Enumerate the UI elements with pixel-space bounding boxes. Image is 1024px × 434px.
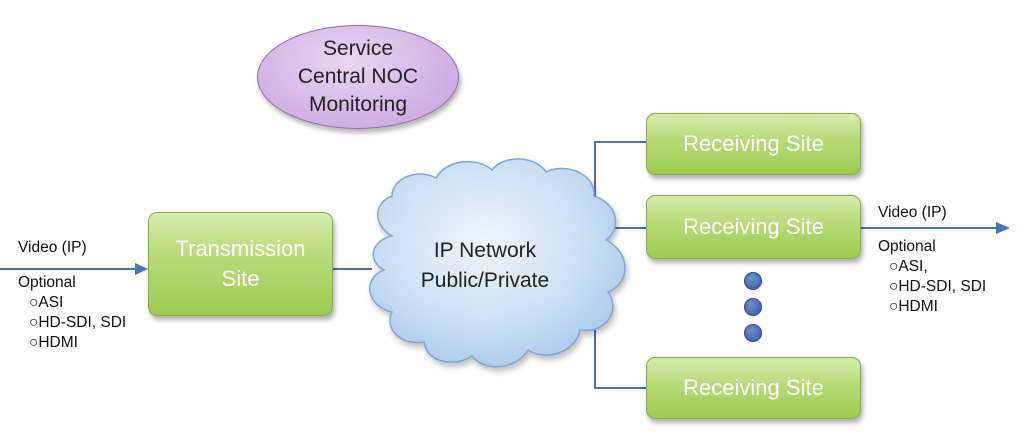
input-optional-label: Optional [18, 274, 76, 291]
output-optional-label: Optional [878, 238, 936, 255]
cloud-to-rx-top-line [594, 141, 646, 206]
ip-network-line-1: IP Network [433, 239, 537, 262]
noc-line-1: Service [322, 37, 394, 60]
receiving-site-box-3: Receiving Site [646, 357, 861, 419]
service-noc-oval: Service Central NOC Monitoring [257, 25, 459, 129]
noc-line-3: Monitoring [308, 93, 408, 116]
input-option-1: ○ASI [29, 294, 64, 311]
output-video-label: Video (IP) [878, 204, 947, 221]
input-option-2: ○HD-SDI, SDI [29, 314, 127, 331]
ip-network-label: IP Network Public/Private [400, 236, 570, 296]
receiving-site-box-1: Receiving Site [646, 113, 861, 175]
transmission-site-line-1: Transmission [175, 236, 306, 261]
ellipsis-dot-3 [744, 324, 762, 342]
output-description: Video (IP) Optional ○ASI, ○HD-SDI, SDI ○… [878, 203, 986, 317]
input-description: Video (IP) Optional ○ASI ○HD-SDI, SDI ○H… [18, 238, 126, 353]
receiving-site-label-1: Receiving Site [683, 131, 824, 156]
ellipsis-dot-2 [744, 298, 762, 316]
ip-network-cloud [368, 158, 626, 368]
output-option-2: ○HD-SDI, SDI [889, 278, 987, 295]
input-arrow-head [135, 263, 148, 275]
transmission-site-box: Transmission Site [148, 212, 333, 316]
ellipsis-dot-1 [744, 272, 762, 290]
output-option-3: ○HDMI [889, 298, 938, 315]
cloud-to-rx-bottom-line [594, 330, 646, 389]
receiving-site-label-2: Receiving Site [683, 214, 824, 239]
input-option-3: ○HDMI [29, 334, 78, 351]
receiving-site-box-2: Receiving Site [646, 195, 861, 259]
output-arrow-head [996, 222, 1010, 234]
input-video-label: Video (IP) [18, 239, 87, 256]
noc-line-2: Central NOC [297, 65, 419, 88]
transmission-site-line-2: Site [221, 266, 260, 291]
output-option-1: ○ASI, [889, 258, 928, 275]
receiving-site-label-3: Receiving Site [683, 375, 824, 400]
ip-network-line-2: Public/Private [420, 269, 550, 292]
